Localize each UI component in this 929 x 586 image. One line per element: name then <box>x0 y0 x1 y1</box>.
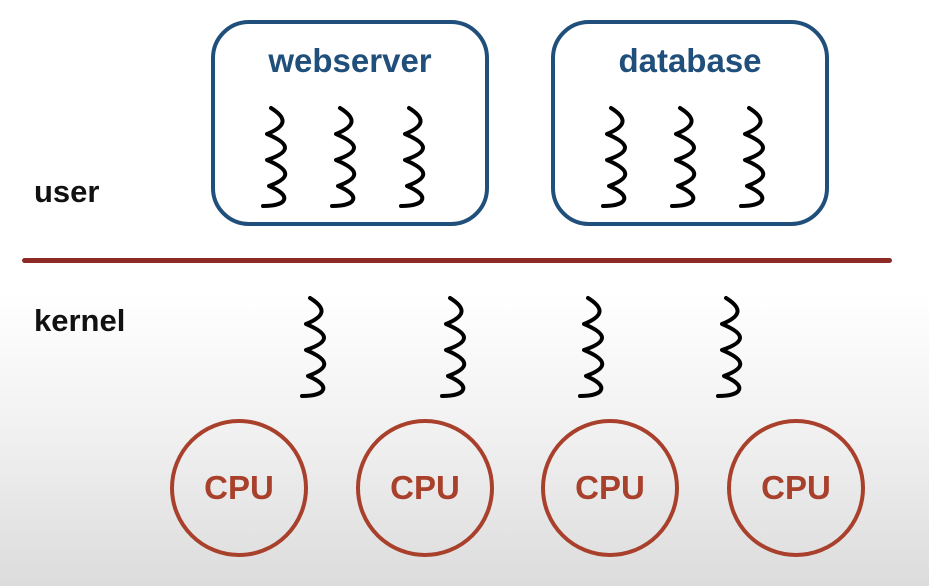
user-space-label: user <box>34 174 100 209</box>
kernel-thread-icon <box>578 296 605 398</box>
database-process-title: database <box>618 42 762 79</box>
user-thread-icon <box>601 106 628 208</box>
webserver-process-box: webserver <box>211 20 489 226</box>
cpu-circle: CPU <box>170 419 308 557</box>
user-thread-icon <box>670 106 697 208</box>
kernel-thread-icon <box>716 296 743 398</box>
webserver-process-title: webserver <box>268 42 432 79</box>
cpu-circle: CPU <box>356 419 494 557</box>
kernel-thread-icon <box>300 296 327 398</box>
user-thread-icon <box>739 106 766 208</box>
user-thread-icon <box>330 106 357 208</box>
cpu-circle: CPU <box>727 419 865 557</box>
kernel-space-label: kernel <box>34 303 126 338</box>
user-thread-icon <box>261 106 288 208</box>
cpu-circle: CPU <box>541 419 679 557</box>
kernel-thread-icon <box>440 296 467 398</box>
user-kernel-divider <box>22 258 892 263</box>
database-process-box: database <box>551 20 829 226</box>
user-thread-icon <box>399 106 426 208</box>
